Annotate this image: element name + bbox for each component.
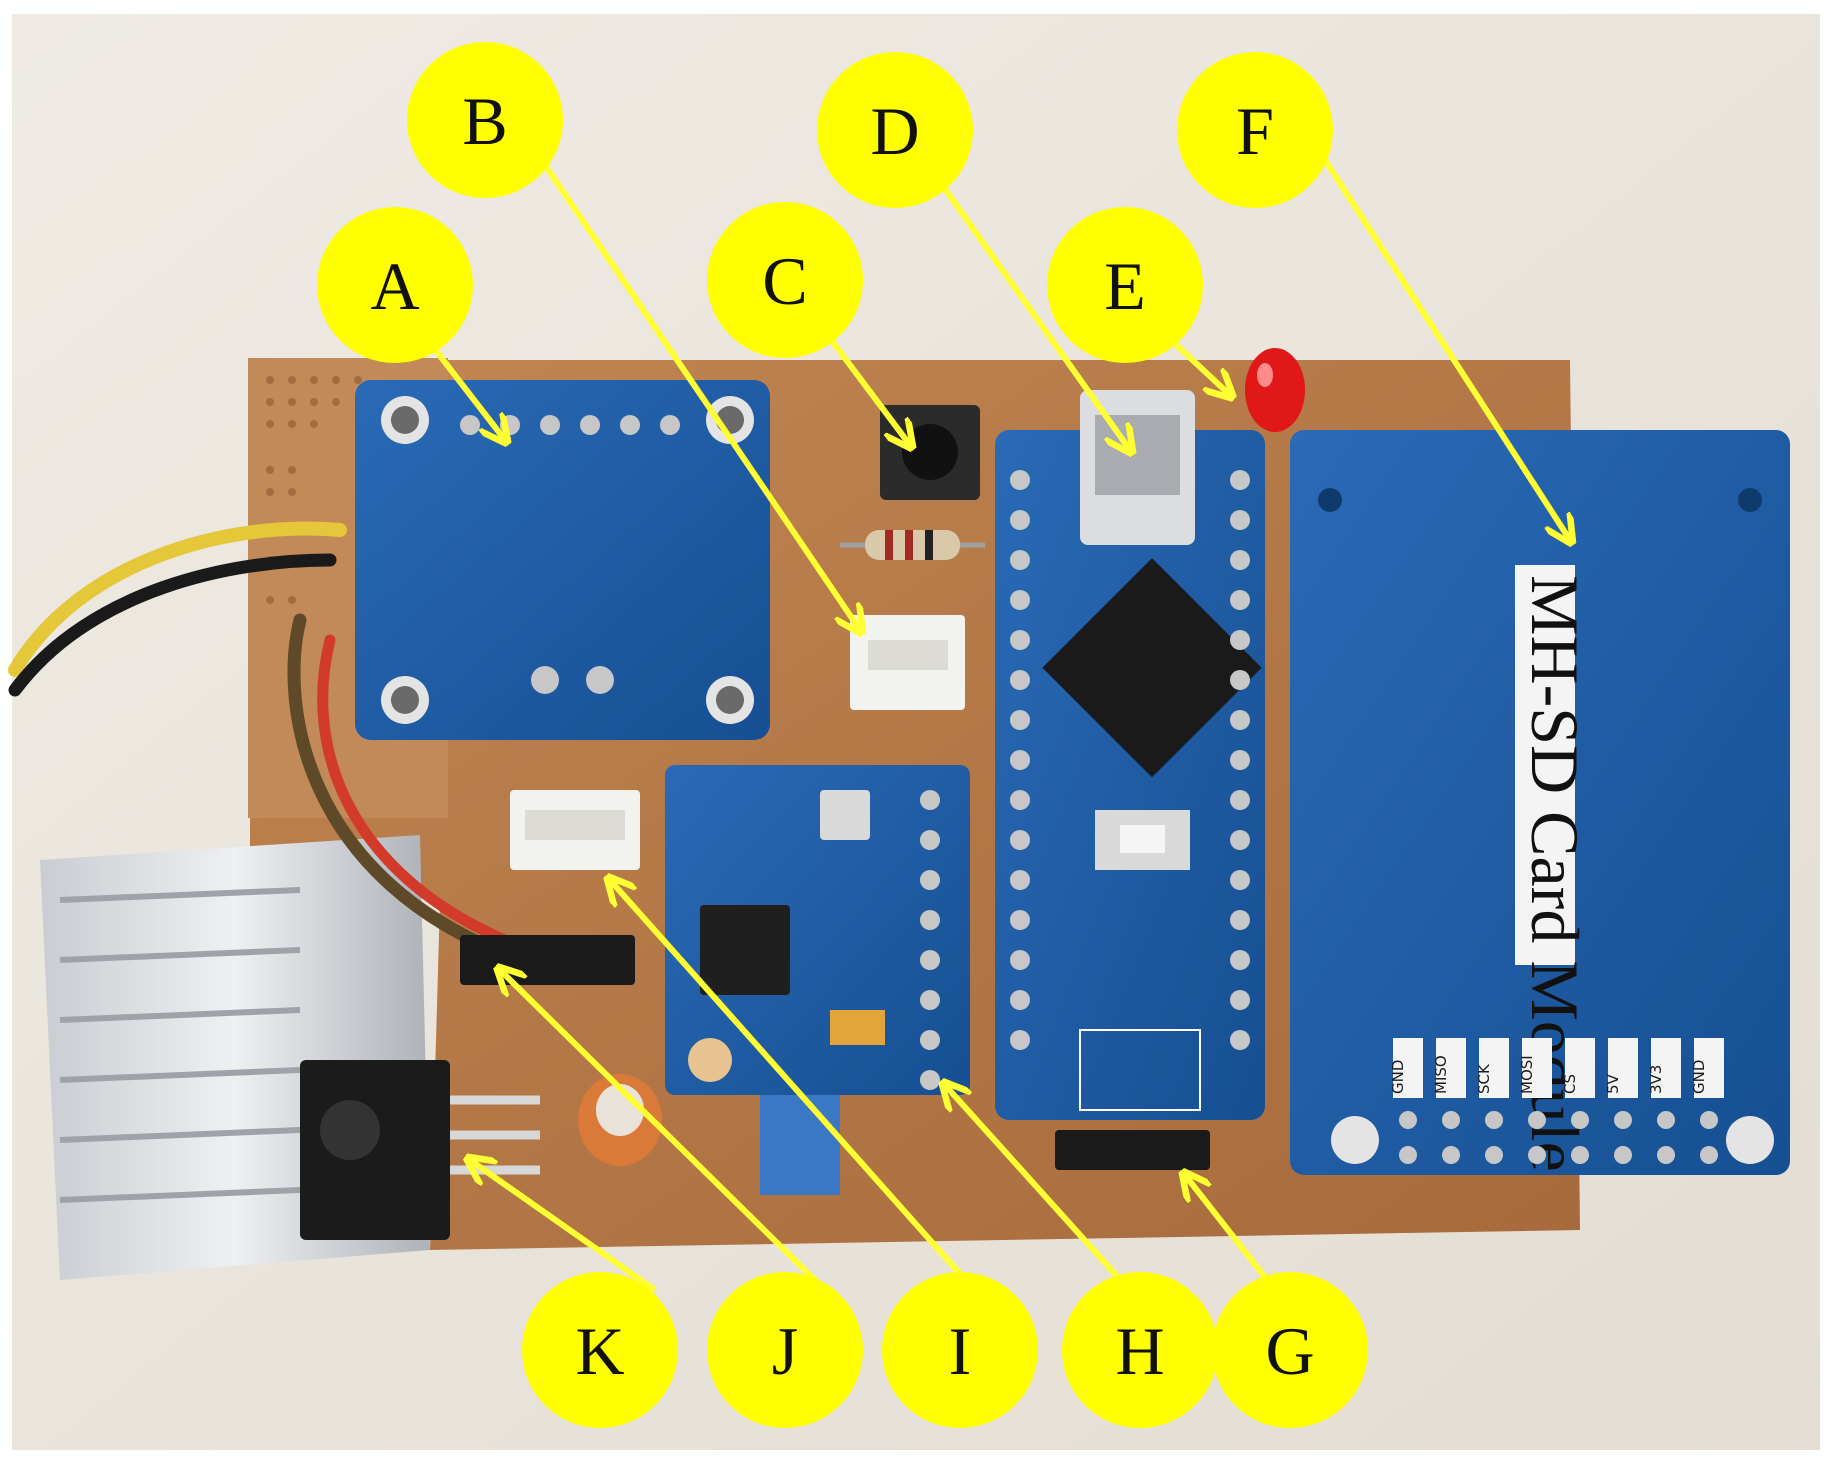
sd-pin-label-bg [1694,1038,1724,1098]
callout-circle [1212,1272,1368,1428]
callout-circle [1047,207,1203,363]
connector-i [510,790,640,870]
wires [8,521,566,967]
sd-pin-pad [1442,1146,1460,1164]
heatsink-regulator [40,835,540,1280]
sd-pin-pad [1571,1111,1589,1129]
callout-j: J [707,1272,863,1428]
arrow-j [500,970,823,1288]
arrow-g [1185,1175,1278,1292]
sd-pin-pad [1614,1111,1632,1129]
arduino-nano [995,390,1265,1120]
callout-circle [707,1272,863,1428]
sd-pin-label-bg [1608,1038,1638,1098]
sd-pin-pad [1528,1111,1546,1129]
arrow-d [932,173,1130,450]
sd-pin-pad [1571,1146,1589,1164]
sd-pin-pad [1485,1146,1503,1164]
sd-pin-pad [1657,1111,1675,1129]
callout-label: H [1115,1313,1164,1389]
callout-label: I [949,1313,972,1389]
callout-circle [1062,1272,1218,1428]
sd-pin-pad [1399,1111,1417,1129]
sd-pin-label-bg [1479,1038,1509,1098]
callout-label: G [1265,1313,1314,1389]
connector-b [850,615,965,710]
resistor [840,530,985,560]
callout-d: D [817,52,973,208]
led [1245,348,1305,432]
imu-module [665,765,970,1195]
sd-pin-label: GND [1389,1060,1407,1094]
jumper-j [460,935,635,985]
sd-pin-label: CS [1561,1074,1579,1094]
sd-pin-pad [1700,1111,1718,1129]
push-button [880,405,980,500]
sd-pin-pad [1442,1111,1460,1129]
arrow-c [817,323,910,445]
arrow-i [610,880,973,1287]
sd-pin-label-bg [1393,1038,1423,1098]
arrow-k [470,1160,657,1293]
callout-circle [707,202,863,358]
callout-label: C [762,243,807,319]
callout-e: E [1047,207,1203,363]
callout-label: D [870,93,919,169]
callout-circle [882,1272,1038,1428]
sd-pin-label: GND [1690,1060,1708,1094]
callout-h: H [1062,1272,1218,1428]
arrow-h [945,1085,1128,1288]
callout-label: K [575,1313,624,1389]
sd-pin-pad [1399,1146,1417,1164]
callout-label: A [370,248,419,324]
callout-b: B [407,42,563,198]
sd-pin-label-bg [1651,1038,1681,1098]
callout-circle [317,207,473,363]
module-a [355,380,770,740]
callout-g: G [1212,1272,1368,1428]
sd-pin-label: MOSI [1518,1055,1536,1094]
sd-pin-label: SCK [1475,1063,1493,1094]
arrow-b [542,163,860,630]
callout-label: B [462,83,507,159]
arrow-f [1322,158,1570,540]
sd-pin-pad [1528,1146,1546,1164]
header-g [1055,1130,1210,1170]
sd-pin-pad [1657,1146,1675,1164]
sd-pin-pad [1614,1146,1632,1164]
callout-circle [1177,52,1333,208]
callout-label: F [1236,93,1274,169]
sd-pin-pad [1700,1146,1718,1164]
sd-pin-label: 3V3 [1647,1065,1665,1094]
sd-pin-pad [1485,1111,1503,1129]
sd-pin-label-bg [1565,1038,1595,1098]
sd-pin-label-bg [1436,1038,1466,1098]
callout-k: K [522,1272,678,1428]
callout-circle [522,1272,678,1428]
callout-circle [407,42,563,198]
callout-a: A [317,207,473,363]
callout-f: F [1177,52,1333,208]
callout-label: E [1104,248,1146,324]
sd-pin-label-bg [1522,1038,1552,1098]
callout-c: C [707,202,863,358]
callout-i: I [882,1272,1038,1428]
sd-pin-label: 5V [1604,1073,1622,1094]
sd-pin-label: MISO [1432,1055,1450,1094]
callout-markers: A B CD E F G H I J K [317,42,1368,1428]
callout-circle [817,52,973,208]
sd-pin-labels: GND MISO SCK MOSI CS 5V 3V3 GND [1389,1038,1724,1164]
callout-label: J [772,1313,798,1389]
